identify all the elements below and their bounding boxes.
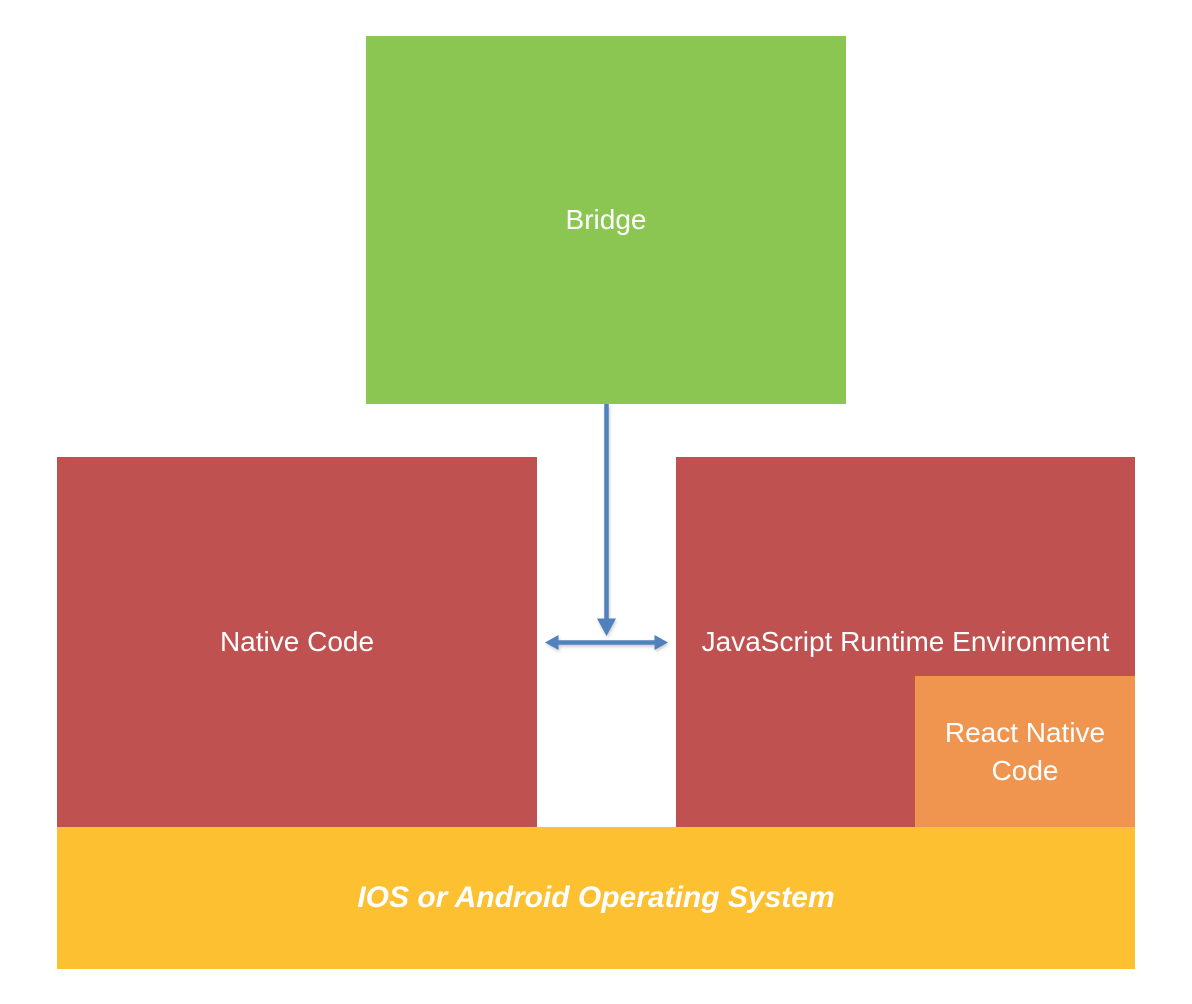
js-runtime-node: JavaScript Runtime Environment (676, 457, 1135, 827)
double-arrow-right-head (654, 635, 668, 650)
react-native-code-node: React Native Code (915, 676, 1135, 827)
react-native-code-label: React Native Code (944, 716, 1106, 786)
os-bar-label: IOS or Android Operating System (357, 881, 835, 914)
native-code-label: Native Code (219, 626, 375, 657)
down-arrow-icon (597, 404, 616, 636)
native-code-node: Native Code (57, 457, 537, 827)
down-arrow-head (597, 618, 616, 636)
double-arrow-left-head (545, 635, 559, 650)
bridge-label: Bridge (565, 204, 647, 235)
double-arrow-icon (545, 635, 668, 650)
js-runtime-label: JavaScript Runtime Environment (701, 626, 1110, 657)
bridge-node: Bridge (366, 36, 846, 404)
os-bar-node: IOS or Android Operating System (57, 827, 1135, 969)
